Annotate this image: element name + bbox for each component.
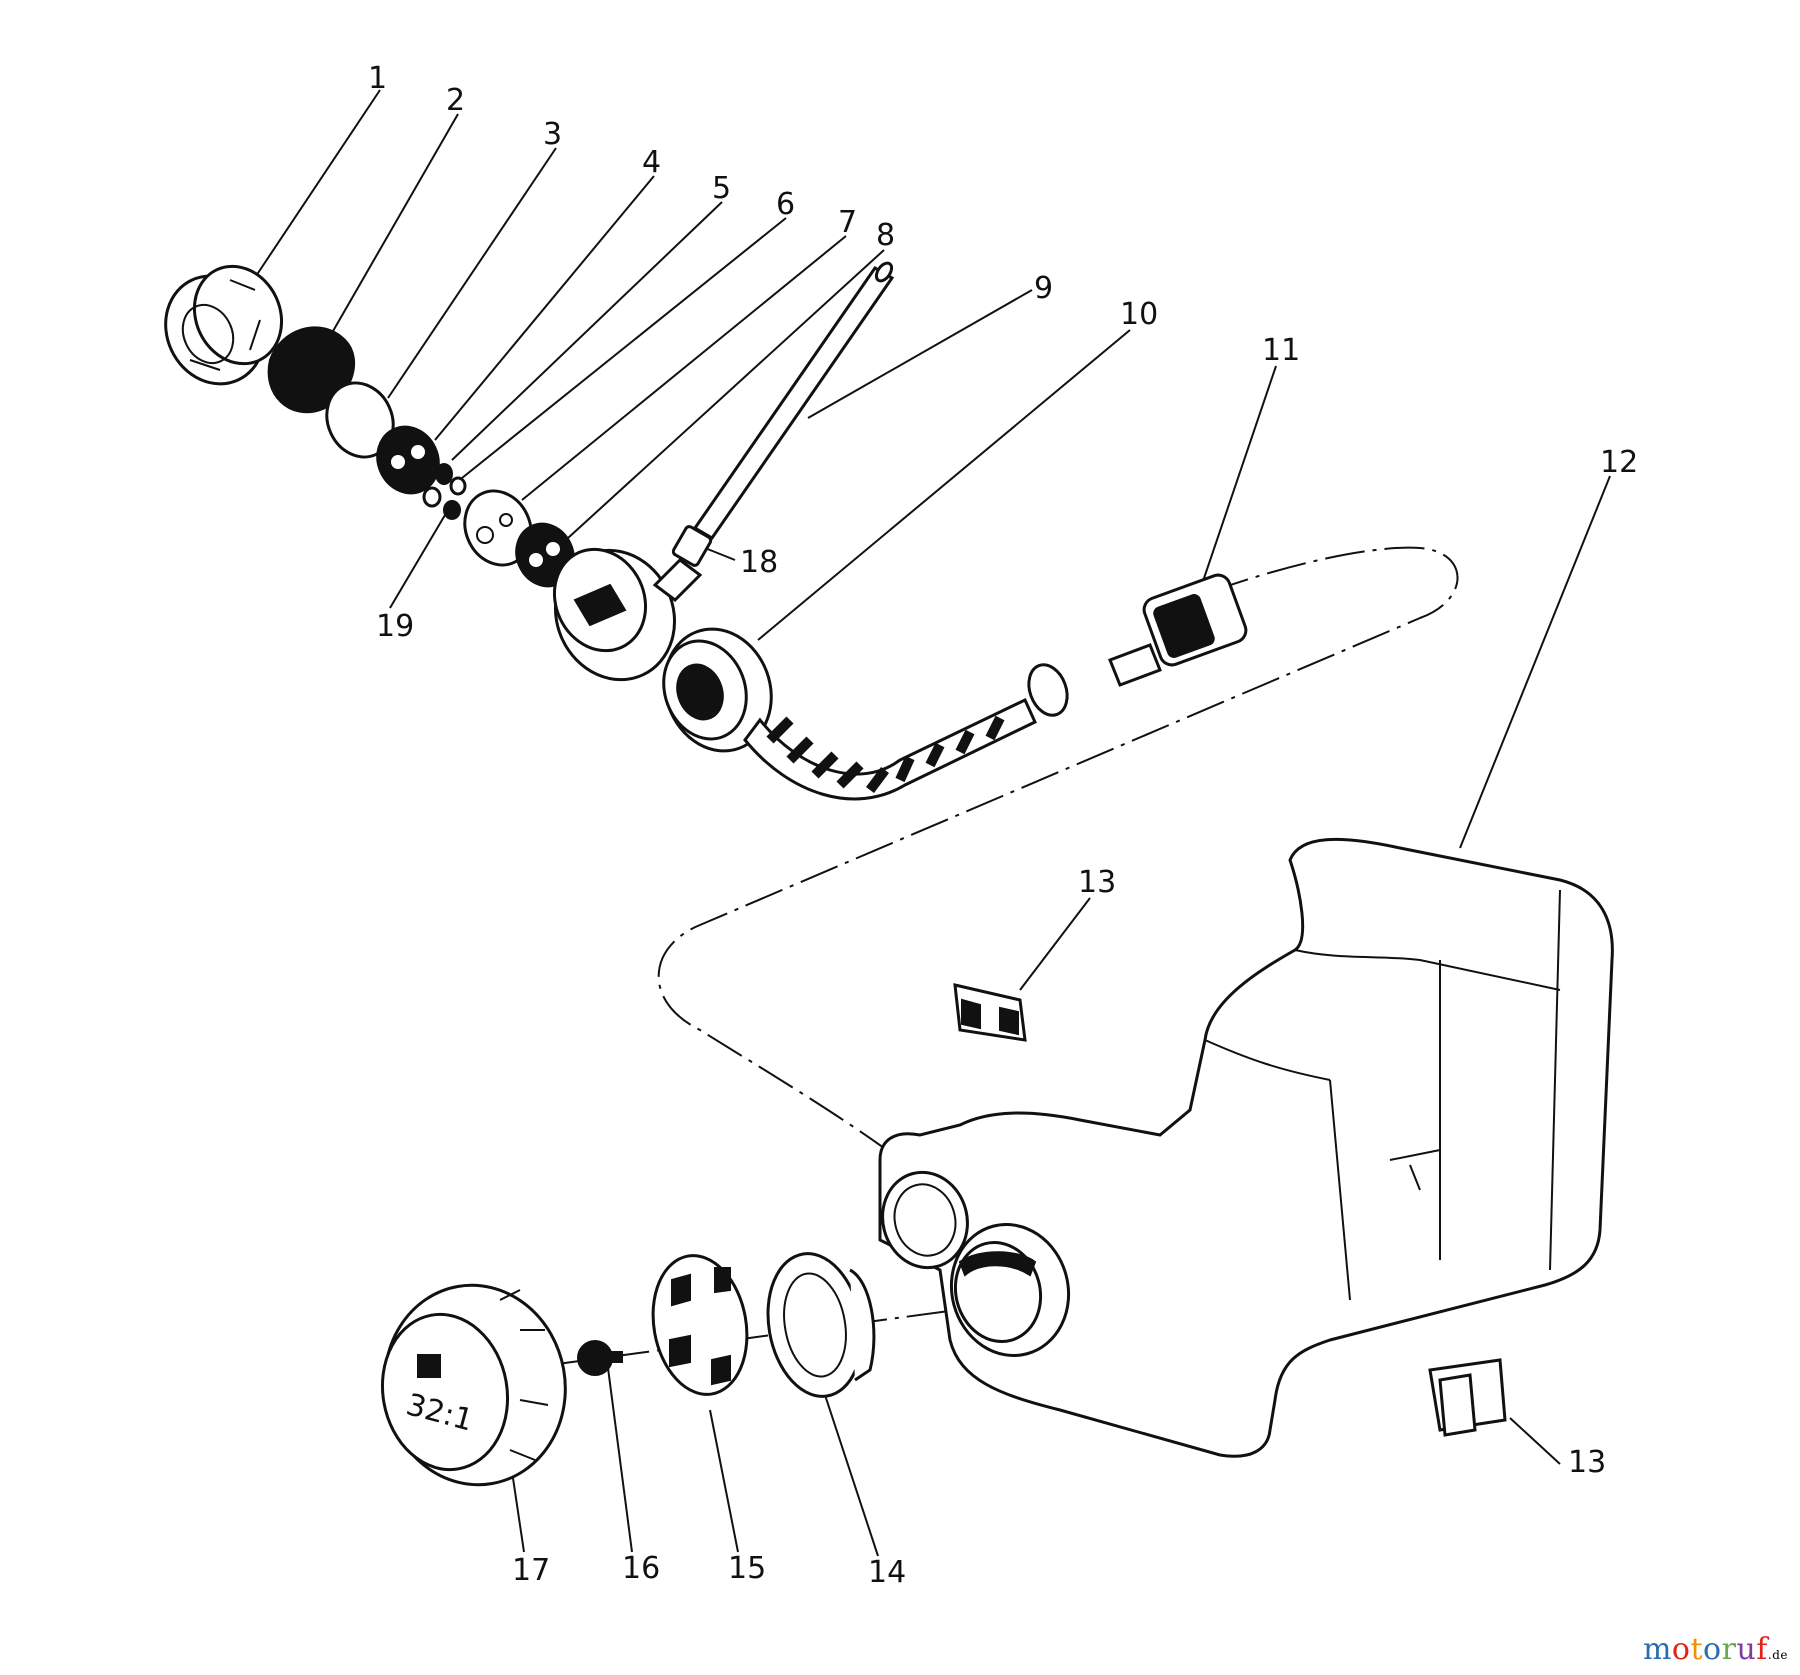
callout-2[interactable]: 2	[446, 83, 465, 118]
watermark-letter: f	[1756, 1632, 1768, 1667]
callout-9[interactable]: 9	[1034, 271, 1053, 306]
callout-3[interactable]: 3	[543, 117, 562, 152]
part-10-grommet[interactable]	[648, 614, 788, 766]
watermark-letter: o	[1671, 1632, 1691, 1667]
part-2-primer-bulb[interactable]	[267, 326, 355, 414]
callout-4[interactable]: 4	[642, 145, 661, 180]
watermark-letter: u	[1736, 1632, 1757, 1667]
callout-8[interactable]: 8	[876, 218, 895, 253]
part-1-retaining-ring[interactable]	[148, 252, 297, 400]
part-9-vent-tube[interactable]	[692, 260, 895, 540]
callout-11[interactable]: 11	[1262, 333, 1300, 368]
part-15-strainer[interactable]	[643, 1248, 758, 1402]
leader-lines	[249, 89, 1611, 1557]
watermark-tld: .de	[1767, 1648, 1788, 1662]
part-17-fuel-cap[interactable]: 32:1	[369, 1271, 581, 1499]
callout-13-top[interactable]: 13	[1078, 865, 1116, 900]
fuel-line[interactable]	[743, 659, 1074, 801]
callout-16[interactable]: 16	[622, 1551, 660, 1586]
part-7-plate[interactable]	[453, 480, 543, 576]
callout-15[interactable]: 15	[728, 1551, 766, 1586]
watermark-letter: r	[1721, 1632, 1737, 1667]
callout-7[interactable]: 7	[838, 205, 857, 240]
callout-19[interactable]: 19	[376, 609, 414, 644]
callout-5[interactable]: 5	[712, 171, 731, 206]
callout-1[interactable]: 1	[368, 61, 387, 96]
callout-14[interactable]: 14	[868, 1555, 906, 1590]
part-11-fuel-filter[interactable]	[1108, 572, 1249, 687]
primer-housing[interactable]	[535, 531, 703, 700]
callout-12[interactable]: 12	[1600, 445, 1638, 480]
watermark-letter: o	[1703, 1632, 1722, 1667]
part-16-cap-vent[interactable]	[577, 1340, 623, 1376]
part-13-mount-top[interactable]	[953, 983, 1027, 1042]
part-3-bulb-cap[interactable]	[315, 372, 405, 468]
part-6-valve[interactable]	[422, 476, 467, 508]
callout-17[interactable]: 17	[512, 1553, 550, 1588]
part-5-valve[interactable]	[435, 463, 453, 485]
callout-6[interactable]: 6	[776, 187, 795, 222]
part-13-mount-bottom[interactable]	[1428, 1358, 1507, 1437]
watermark-letter: t	[1690, 1632, 1704, 1667]
part-12-fuel-tank[interactable]	[872, 837, 1614, 1458]
assembly-path-upper	[657, 546, 1459, 1211]
part-4-gasket[interactable]	[366, 417, 449, 504]
watermark-letter: m	[1642, 1632, 1672, 1667]
watermark-logo: motoruf.de	[1643, 1632, 1788, 1667]
callout-10[interactable]: 10	[1120, 297, 1158, 332]
part-19-valve[interactable]	[443, 500, 461, 520]
callout-13-bottom[interactable]: 13	[1568, 1445, 1606, 1480]
callout-18[interactable]: 18	[740, 545, 778, 580]
part-14-filler-neck[interactable]	[757, 1246, 876, 1404]
